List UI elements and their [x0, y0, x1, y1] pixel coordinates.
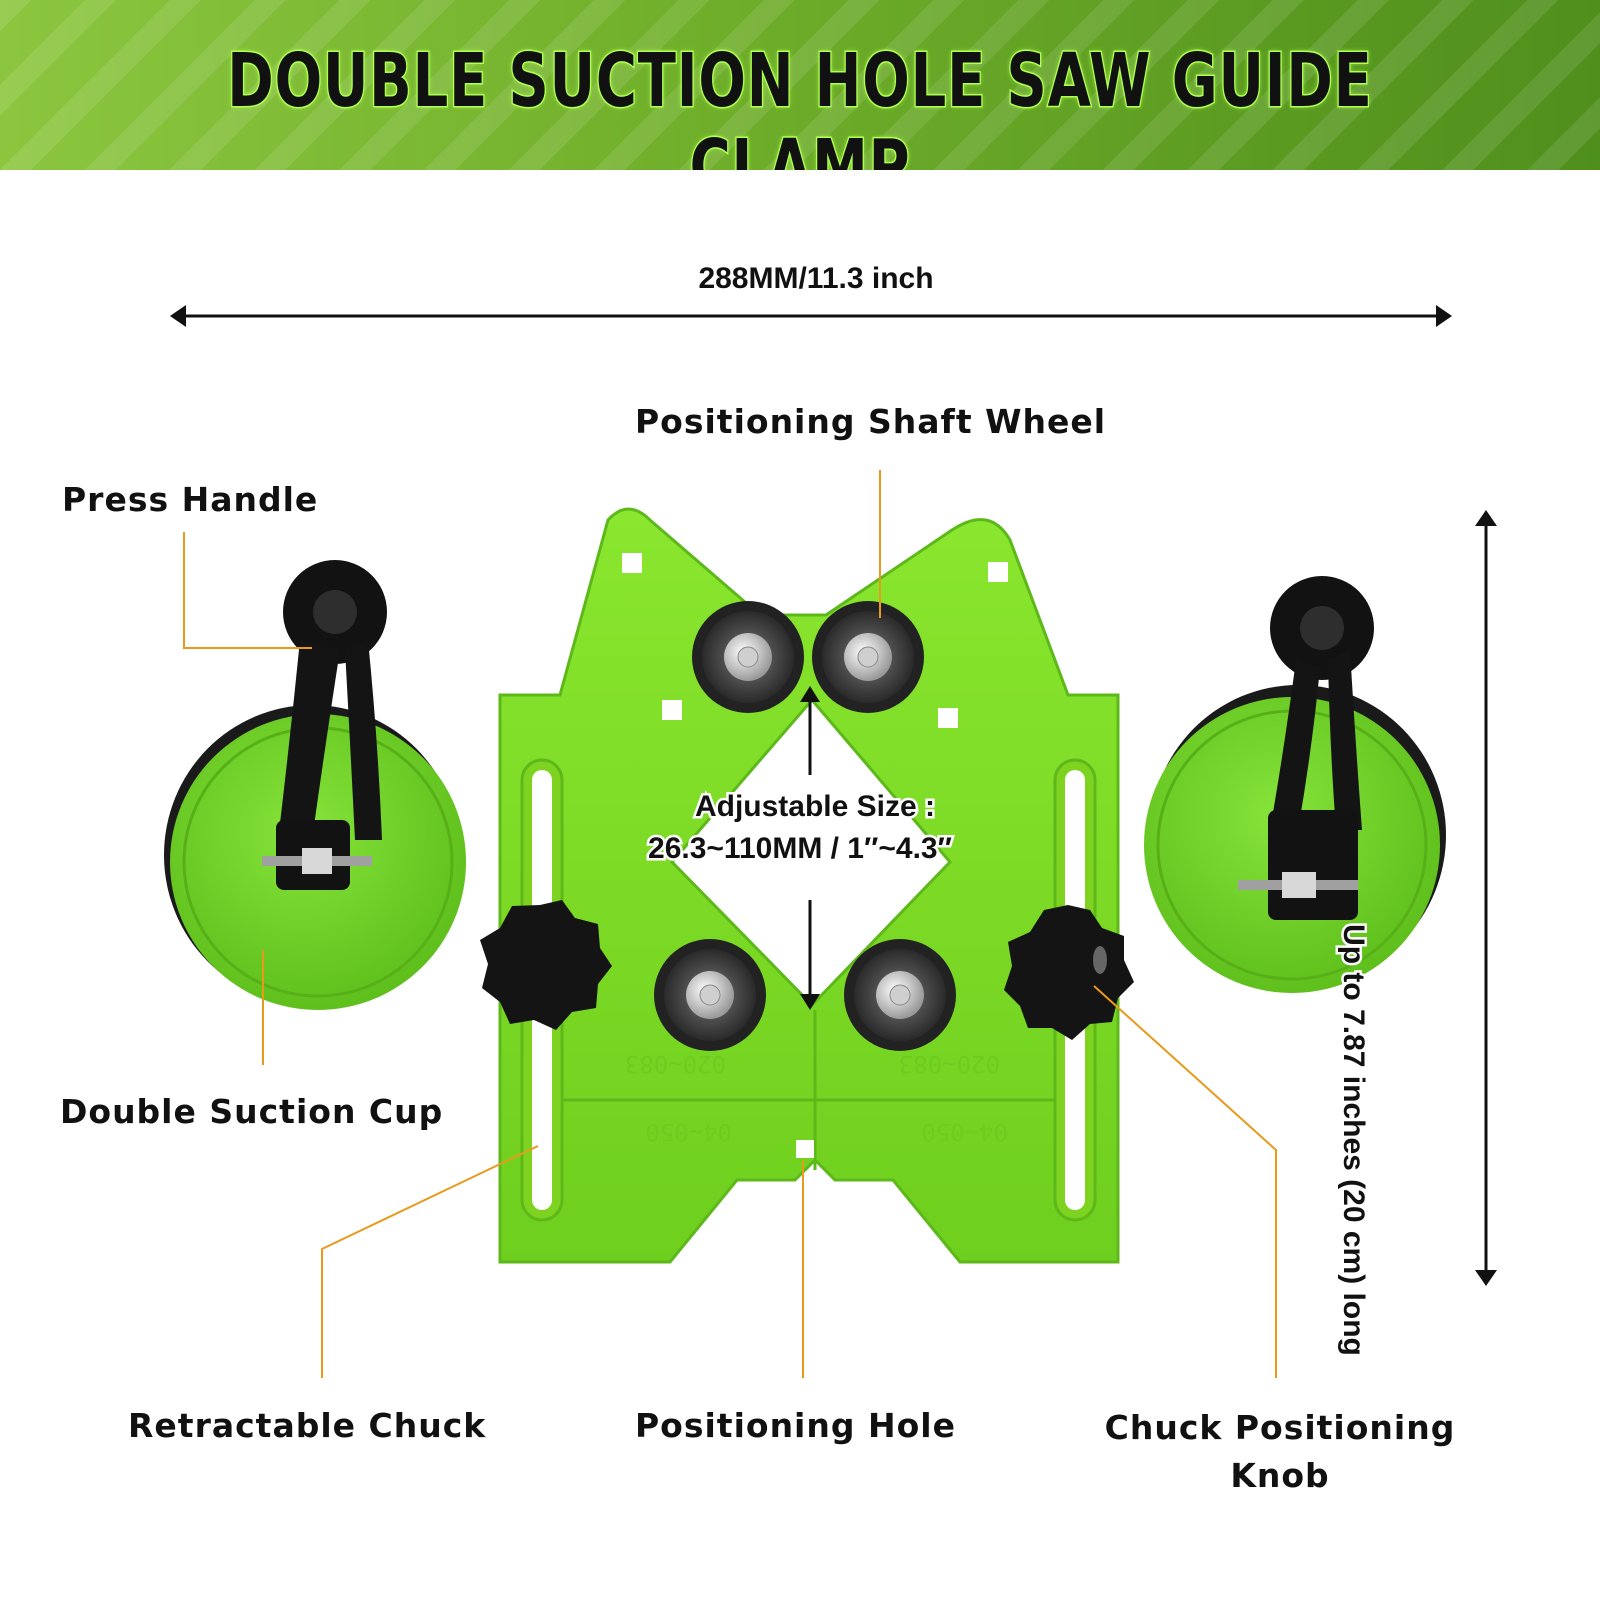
height-dimension-label: Up to 7.87 inches (20 cm) long — [1335, 922, 1373, 1359]
scale-marking: 04~050 — [645, 1118, 732, 1146]
positioning-hole — [796, 1140, 814, 1158]
label-positioning-shaft-wheel: Positioning Shaft Wheel — [635, 402, 1107, 441]
label-press-handle: Press Handle — [62, 480, 319, 519]
positioning-shaft-wheel-bottom-left — [654, 939, 766, 1051]
label-positioning-hole: Positioning Hole — [635, 1406, 956, 1445]
positioning-shaft-wheel-top-right — [812, 601, 924, 713]
chuck-positioning-knob-right — [1004, 905, 1134, 1040]
title-banner: DOUBLE SUCTION HOLE SAW GUIDE CLAMP — [0, 0, 1600, 170]
positioning-shaft-wheel-top-left — [692, 601, 804, 713]
width-dimension-arrow — [170, 305, 1452, 327]
leader-lines — [183, 470, 1277, 1378]
adjustable-size-range: 26.3~110MM / 1″~4.3″ — [646, 830, 955, 868]
press-handle-right — [1238, 576, 1374, 920]
width-dimension-label: 288MM/11.3 inch — [696, 260, 936, 298]
page-title: DOUBLE SUCTION HOLE SAW GUIDE CLAMP — [226, 37, 1373, 171]
adjustable-size-label: Adjustable Size : — [692, 788, 937, 826]
leader-chuck — [321, 1145, 539, 1378]
banner-stripes — [0, 0, 1600, 170]
scale-marking: 020~083 — [625, 1050, 726, 1078]
chuck-positioning-knob-left — [480, 900, 612, 1030]
label-double-suction-cup: Double Suction Cup — [60, 1092, 444, 1131]
press-handle-left — [262, 560, 387, 890]
label-retractable-chuck: Retractable Chuck — [128, 1406, 487, 1445]
leader-press-handle — [183, 532, 312, 649]
adjustable-size-arrow — [800, 686, 820, 1010]
height-dimension-arrow — [1475, 510, 1497, 1286]
scale-marking: 04~050 — [921, 1118, 1008, 1146]
scale-marking: 020~083 — [899, 1050, 1000, 1078]
label-chuck-positioning-knob: Chuck Positioning Knob — [1104, 1408, 1456, 1495]
positioning-shaft-wheel-bottom-right — [844, 939, 956, 1051]
leader-knob — [1093, 985, 1277, 1378]
scale-markings: 020~083 020~083 04~050 04~050 — [625, 1050, 1008, 1146]
